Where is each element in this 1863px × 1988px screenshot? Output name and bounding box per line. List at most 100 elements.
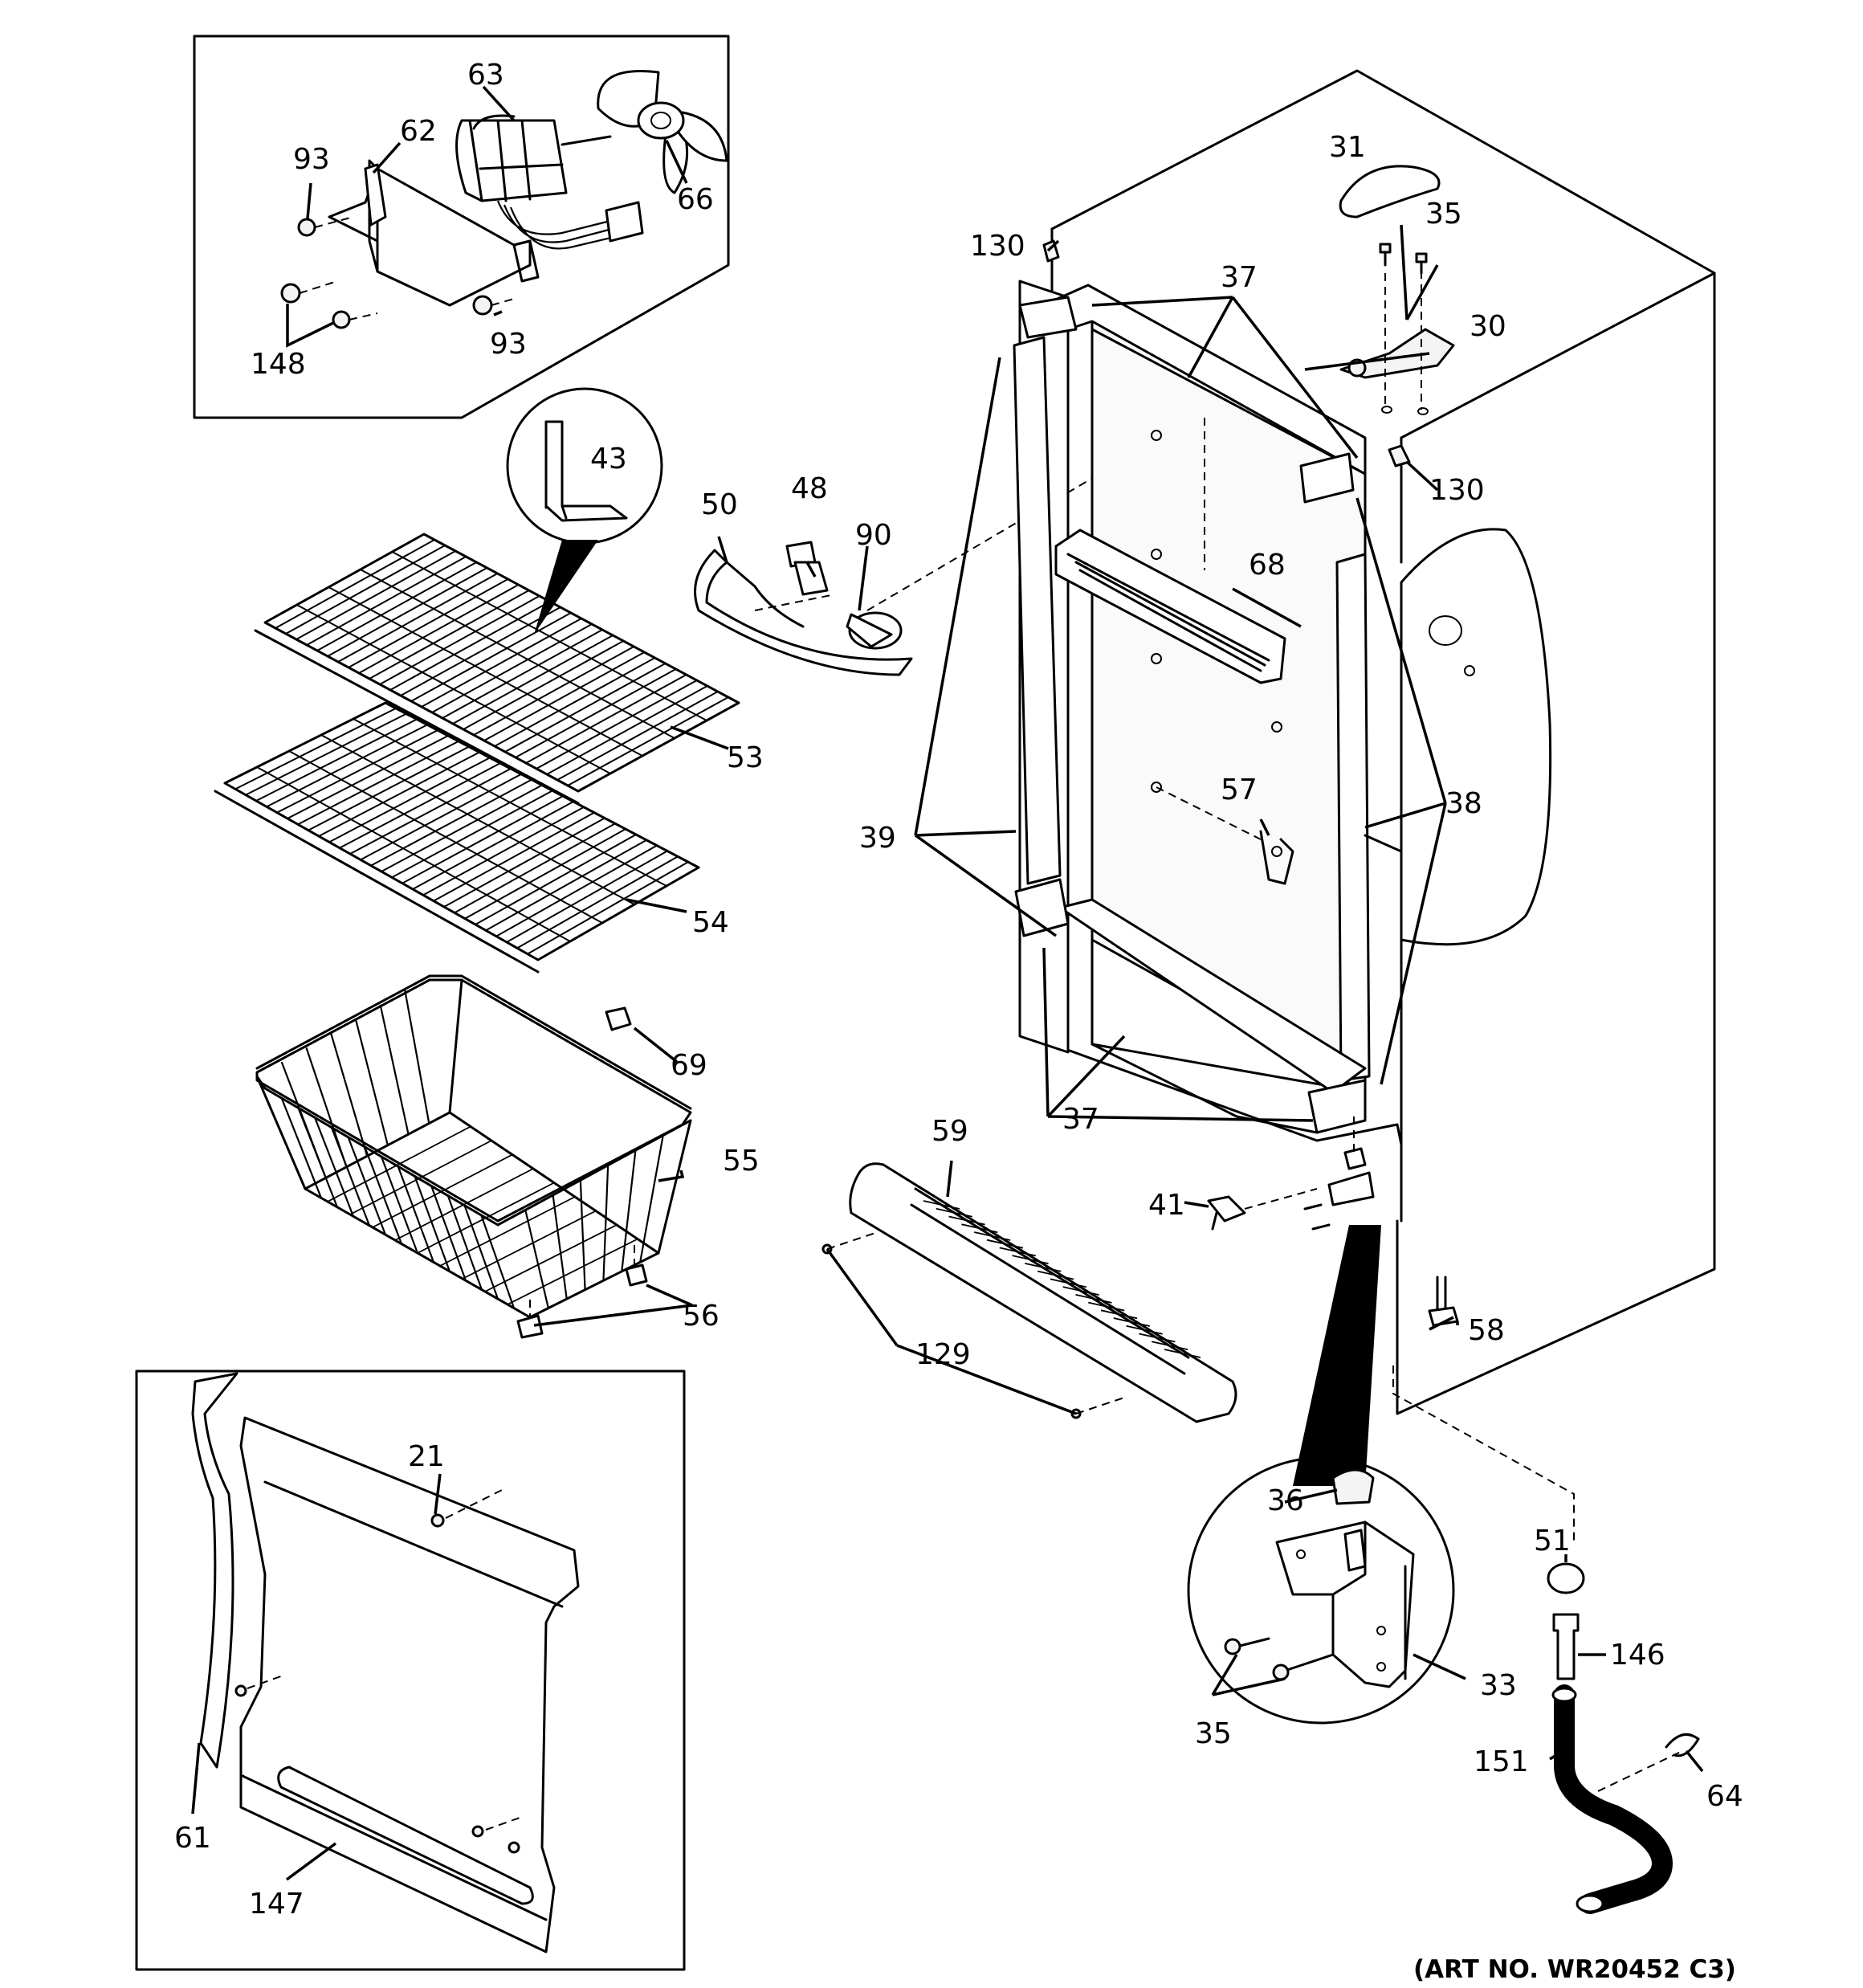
label-21: 21 (408, 1440, 445, 1473)
label-130: 130 (970, 230, 1025, 263)
label-51: 51 (1534, 1525, 1571, 1557)
wire-line (452, 635, 614, 725)
wire-line (1139, 1333, 1176, 1343)
freezer-cabinet (1013, 69, 1716, 1415)
wire-line (402, 795, 564, 884)
wire-line (353, 718, 667, 887)
light-assembly (694, 421, 1189, 676)
wire-line (256, 766, 571, 942)
wire-line (358, 584, 520, 674)
label-147: 147 (249, 1888, 304, 1921)
label-59: 59 (932, 1115, 968, 1148)
wire-line (464, 828, 626, 920)
wire-line (1100, 1309, 1138, 1320)
wire-line (516, 855, 679, 949)
wire-line (314, 1117, 355, 1217)
wire-line (515, 668, 677, 758)
label-41: 41 (1148, 1189, 1185, 1222)
wire-line (463, 1205, 499, 1300)
wire-line (327, 1125, 471, 1202)
wire-line (245, 712, 407, 796)
wire-line (391, 790, 553, 879)
wire-line (495, 844, 658, 937)
label-61: 61 (174, 1822, 211, 1855)
screw-93-top (297, 218, 316, 237)
wire-line (1050, 1278, 1087, 1288)
wire-line (394, 1168, 534, 1241)
wire-line (349, 1140, 492, 1215)
wire-line (421, 618, 582, 708)
wire-line (507, 1238, 638, 1305)
wire-line (276, 729, 438, 814)
label-58: 58 (1468, 1314, 1505, 1347)
wire-line (1164, 1349, 1201, 1358)
wire-line (404, 990, 430, 1124)
wire-line (400, 606, 561, 696)
wire-line (484, 1224, 618, 1292)
wire-line (285, 545, 446, 635)
label-129: 129 (915, 1338, 971, 1371)
wire-line (305, 1047, 348, 1168)
wire-line (397, 1165, 435, 1263)
wire-line (973, 1231, 1011, 1241)
wire-line (296, 604, 611, 774)
label-151: 151 (1474, 1745, 1529, 1778)
label-48: 48 (791, 472, 828, 505)
fan-motor-inset (193, 35, 730, 419)
wire-line (417, 1182, 555, 1254)
wire-line (524, 1210, 549, 1308)
wire-line (961, 1223, 998, 1234)
label-37: 37 (1221, 261, 1258, 294)
wire-line (948, 1215, 985, 1226)
wire-line (462, 1210, 597, 1280)
wire-line (306, 556, 467, 646)
wire-line (349, 768, 512, 855)
wire-line (454, 823, 616, 914)
wire-line (506, 850, 668, 943)
wire-line (360, 773, 522, 861)
wire-line (433, 811, 595, 902)
label-90: 90 (855, 519, 892, 552)
wire-line (567, 696, 729, 786)
wire-line (504, 663, 667, 753)
label-50: 50 (701, 488, 738, 521)
wire-line (1126, 1325, 1163, 1335)
wire-line (483, 651, 645, 741)
wire-line (443, 817, 605, 908)
wire-line (494, 657, 655, 747)
wire-line (475, 834, 637, 925)
basket-wires (280, 990, 664, 1308)
wire-line (1037, 1270, 1074, 1280)
kick-plate-59 (821, 1162, 1237, 1423)
wire-line (330, 1033, 369, 1157)
wire-line (381, 784, 543, 872)
part-labels: 93 62 63 66 93 148 43 50 48 90 53 54 69 … (174, 59, 1743, 1984)
wire-line (410, 612, 572, 702)
shelf-slats (234, 539, 729, 955)
wire-line (328, 757, 491, 843)
wire-line (234, 707, 397, 790)
wire-line (463, 640, 624, 730)
wire-line (923, 1200, 960, 1210)
leader-lines (191, 224, 1704, 1881)
label-146: 146 (1610, 1639, 1665, 1672)
wire-line (379, 1004, 410, 1135)
wire-line (527, 861, 689, 955)
wire-line (360, 569, 675, 739)
wire-line (446, 1195, 483, 1291)
wire-line (380, 1156, 419, 1254)
wire-line (318, 751, 480, 837)
label-69: 69 (671, 1049, 707, 1082)
label-35: 35 (1425, 198, 1462, 231)
label-43: 43 (590, 443, 627, 476)
wire-line (431, 623, 593, 713)
wire-line (280, 1061, 327, 1178)
part-69 (605, 1006, 632, 1031)
wire-line (347, 1137, 387, 1235)
wire-line (639, 1135, 664, 1263)
wire-line (328, 586, 643, 757)
label-35: 35 (1195, 1717, 1232, 1750)
wire-line (485, 839, 647, 932)
wire-line (391, 551, 707, 721)
label-130: 130 (1429, 474, 1485, 507)
